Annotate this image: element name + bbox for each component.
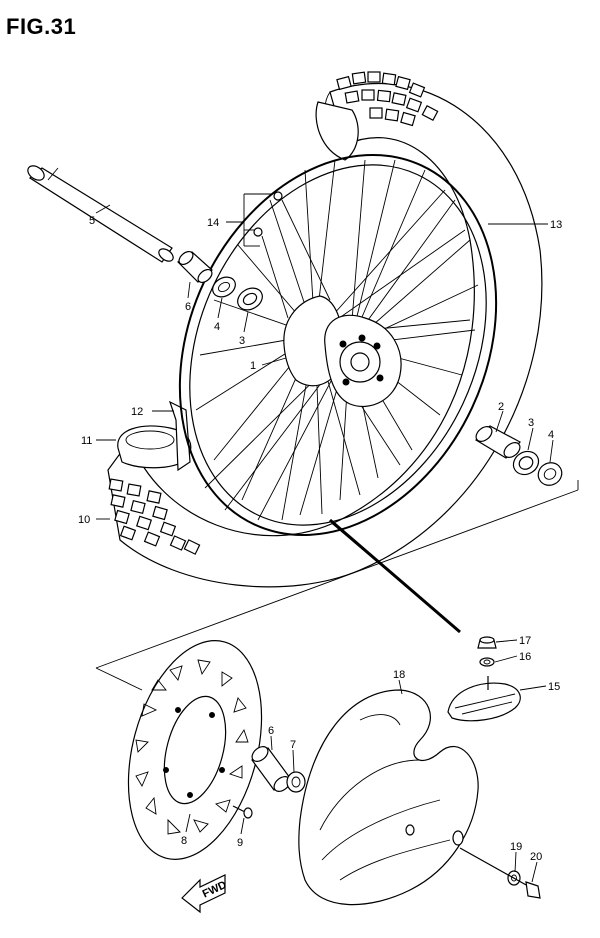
figure-title: FIG.31 <box>6 14 77 39</box>
callout-2: 2 <box>498 401 504 413</box>
bearing-top <box>237 287 263 311</box>
spacer-top <box>177 250 213 284</box>
callout-4-top: 4 <box>214 321 220 333</box>
hub <box>283 295 402 408</box>
callout-1: 1 <box>250 360 256 372</box>
callout-17: 17 <box>519 635 531 647</box>
nut <box>477 636 497 649</box>
callout-10: 10 <box>78 514 90 526</box>
brake-disc <box>127 640 263 860</box>
callout-5: 5 <box>89 215 95 227</box>
spoke-set <box>253 191 331 319</box>
tire-tread-top <box>336 71 439 127</box>
callouts: 5 6 4 3 1 14 13 12 11 10 2 3 4 17 16 15 … <box>78 215 562 863</box>
callout-6-top: 6 <box>185 301 191 313</box>
rim-band <box>168 400 191 472</box>
callout-4-right: 4 <box>548 429 554 441</box>
tire-tread-bottom <box>108 478 201 555</box>
callout-19: 19 <box>510 841 522 853</box>
dust-seal-top <box>212 276 236 298</box>
callout-14: 14 <box>207 217 219 229</box>
spacer-bottom <box>251 746 291 792</box>
tire <box>107 71 543 588</box>
washer <box>479 657 495 667</box>
cover-clip <box>447 676 521 722</box>
callout-6-bottom: 6 <box>268 725 274 737</box>
callout-20: 20 <box>530 851 542 863</box>
callout-3-right: 3 <box>528 417 534 429</box>
callout-15: 15 <box>548 681 560 693</box>
tire-section-top <box>315 101 359 161</box>
disc-bolt <box>232 805 253 819</box>
front-axle <box>27 165 174 263</box>
callout-13: 13 <box>550 219 562 231</box>
spacer-right <box>475 425 521 459</box>
bearing-right <box>512 450 540 476</box>
callout-9: 9 <box>237 837 243 849</box>
callout-7: 7 <box>290 739 296 751</box>
disc-cover <box>298 689 479 906</box>
assembly-guide-lines <box>95 480 579 691</box>
callout-8: 8 <box>181 835 187 847</box>
fwd-arrow: FWD <box>181 874 229 914</box>
callout-16: 16 <box>519 651 531 663</box>
callout-12: 12 <box>131 406 143 418</box>
cover-bolt <box>459 847 541 899</box>
axle-nut <box>286 771 306 793</box>
callout-11: 11 <box>81 435 92 447</box>
callout-18: 18 <box>393 669 405 681</box>
dust-seal-right <box>537 462 563 486</box>
callout-3-top: 3 <box>239 335 245 347</box>
leader-lines <box>95 193 554 883</box>
tube <box>117 425 192 469</box>
